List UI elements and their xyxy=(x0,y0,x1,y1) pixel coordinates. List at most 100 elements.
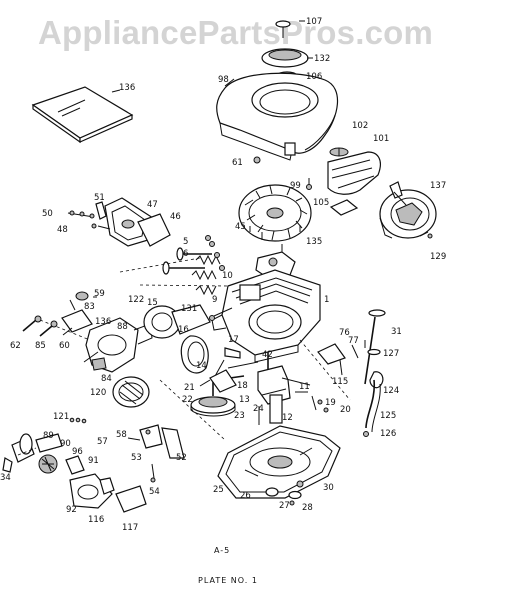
starter-part xyxy=(379,181,437,239)
callout-27: 27 xyxy=(279,501,290,511)
callout-84: 84 xyxy=(101,374,112,384)
callout-57: 57 xyxy=(97,437,108,447)
drain-plugs-part xyxy=(288,480,304,506)
callout-92: 92 xyxy=(66,505,77,515)
callout-24: 24 xyxy=(253,404,264,414)
callout-13: 13 xyxy=(239,395,250,405)
callout-102: 102 xyxy=(352,121,368,131)
engine-block-part xyxy=(211,269,321,363)
callout-106: 106 xyxy=(306,72,322,82)
muffler-part xyxy=(112,376,150,408)
callout-121: 121 xyxy=(53,412,69,422)
callout-62: 62 xyxy=(10,341,21,351)
callout-1: 1 xyxy=(324,295,329,305)
callout-22: 22 xyxy=(182,395,193,405)
callout-135: 135 xyxy=(306,237,322,247)
callout-31: 31 xyxy=(391,327,402,337)
air-cleaner-part xyxy=(306,147,381,195)
callout-120: 120 xyxy=(90,388,106,398)
callout-50: 50 xyxy=(42,209,53,219)
callout-89: 89 xyxy=(43,431,54,441)
callout-132: 132 xyxy=(314,54,330,64)
plate-number: PLATE NO. 1 xyxy=(198,576,258,585)
valves-springs-part xyxy=(162,235,225,296)
callout-137: 137 xyxy=(430,181,446,191)
callout-98: 98 xyxy=(218,75,229,85)
callout-129: 129 xyxy=(430,252,446,262)
callout-26: 26 xyxy=(240,491,251,501)
callout-12: 12 xyxy=(282,413,293,423)
callout-117: 117 xyxy=(122,523,138,533)
guide-lines xyxy=(119,257,366,441)
callout-54: 54 xyxy=(149,487,160,497)
bar-105-part xyxy=(329,199,359,216)
callout-58: 58 xyxy=(116,430,127,440)
callout-53: 53 xyxy=(131,453,142,463)
callout-125: 125 xyxy=(380,411,396,421)
callout-91: 91 xyxy=(88,456,99,466)
callout-51: 51 xyxy=(94,193,105,203)
callout-127: 127 xyxy=(383,349,399,359)
callout-124: 124 xyxy=(383,386,399,396)
callout-136-carb: 136 xyxy=(95,317,111,327)
callout-34: 34 xyxy=(0,473,11,483)
callout-45: 45 xyxy=(235,222,246,232)
callout-90: 90 xyxy=(60,439,71,449)
callout-9: 9 xyxy=(212,295,217,305)
callout-28: 28 xyxy=(302,503,313,513)
callout-10: 10 xyxy=(222,271,233,281)
booklet-part xyxy=(31,86,134,144)
callout-25: 25 xyxy=(213,485,224,495)
breather-cover-part xyxy=(67,197,171,247)
crankcase-base-part xyxy=(217,425,341,499)
callout-18: 18 xyxy=(237,381,248,391)
cam-gear-part xyxy=(190,379,236,417)
blower-housing-part xyxy=(216,72,339,161)
callout-60: 60 xyxy=(59,341,70,351)
part-drawings xyxy=(2,20,437,513)
callout-30: 30 xyxy=(323,483,334,493)
callout-99: 99 xyxy=(290,181,301,191)
fuel-tank-part xyxy=(2,417,147,513)
callout-16: 16 xyxy=(178,325,189,335)
callout-115: 115 xyxy=(332,377,348,387)
screw-61-part xyxy=(253,156,261,164)
callout-11: 11 xyxy=(299,382,310,392)
top-cap-part xyxy=(261,20,313,79)
callout-46: 46 xyxy=(170,212,181,222)
callout-61: 61 xyxy=(232,158,243,168)
page-code: A-5 xyxy=(214,546,230,555)
callout-116: 116 xyxy=(88,515,104,525)
watermark: AppliancePartsPros.com xyxy=(38,14,434,51)
callout-122: 122 xyxy=(128,295,144,305)
callout-126: 126 xyxy=(380,429,396,439)
callout-131: 131 xyxy=(181,304,197,314)
callout-59: 59 xyxy=(94,289,105,299)
callout-21: 21 xyxy=(184,383,195,393)
callout-5: 5 xyxy=(183,237,188,247)
intake-part xyxy=(143,304,233,374)
callout-19: 19 xyxy=(325,398,336,408)
callout-96: 96 xyxy=(72,447,83,457)
callout-101: 101 xyxy=(373,134,389,144)
callout-136-booklet: 136 xyxy=(119,83,135,93)
governor-linkage-part xyxy=(209,347,259,393)
callout-88: 88 xyxy=(117,322,128,332)
carburetor-part xyxy=(39,284,229,373)
callout-83: 83 xyxy=(84,302,95,312)
callout-105: 105 xyxy=(313,198,329,208)
callout-48: 48 xyxy=(57,225,68,235)
callout-17-top: 17 xyxy=(228,335,239,345)
part-callouts: 107 132 106 136 98 102 101 61 99 105 137… xyxy=(0,17,446,533)
callout-107: 107 xyxy=(306,17,322,27)
callout-77: 77 xyxy=(348,336,359,346)
callout-23: 23 xyxy=(234,411,245,421)
callout-42: 42 xyxy=(262,350,273,360)
callout-14: 14 xyxy=(196,361,207,371)
callout-6: 6 xyxy=(183,249,188,259)
callout-76: 76 xyxy=(339,328,350,338)
dipstick-tube-part xyxy=(363,309,386,437)
adjust-screws-part xyxy=(22,315,73,337)
sump-fasteners-part xyxy=(258,395,329,425)
